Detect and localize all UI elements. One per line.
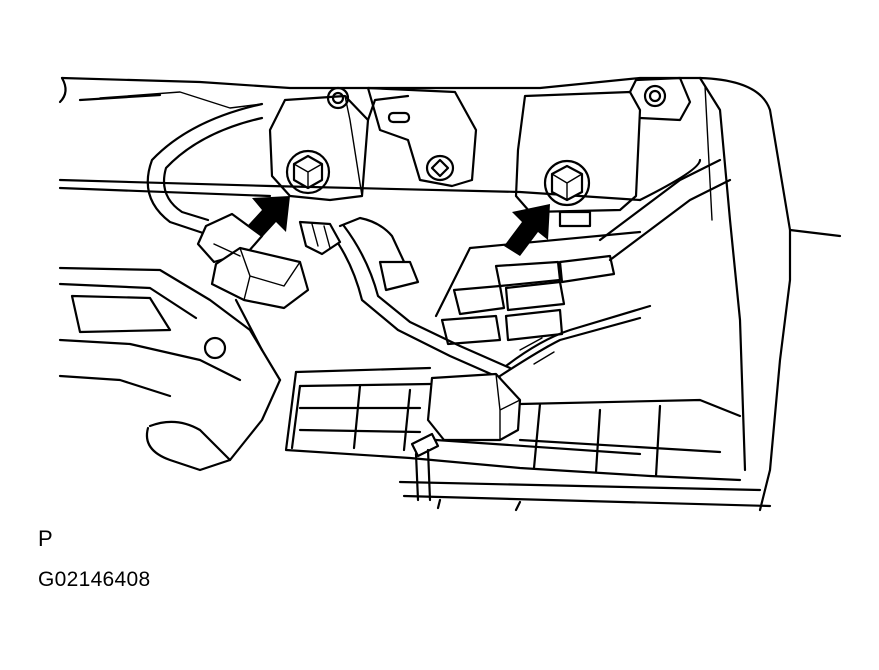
top-bosses (203, 84, 667, 360)
figure-code: G02146408 (38, 568, 151, 591)
connector-icon (410, 372, 522, 502)
view-label: P (38, 526, 53, 551)
lower-console (284, 366, 772, 512)
connector-icon (298, 220, 420, 292)
right-body-panel (698, 76, 842, 512)
bolt-icon (543, 159, 591, 207)
left-lower-structure (58, 266, 282, 472)
center-bracket (366, 86, 478, 188)
center-grille (434, 230, 642, 346)
bolt-icon (285, 149, 331, 195)
upper-frame-rail (58, 76, 702, 202)
right-bracket (514, 76, 692, 228)
arrow-icon (504, 204, 550, 256)
connector-icon (196, 212, 310, 310)
